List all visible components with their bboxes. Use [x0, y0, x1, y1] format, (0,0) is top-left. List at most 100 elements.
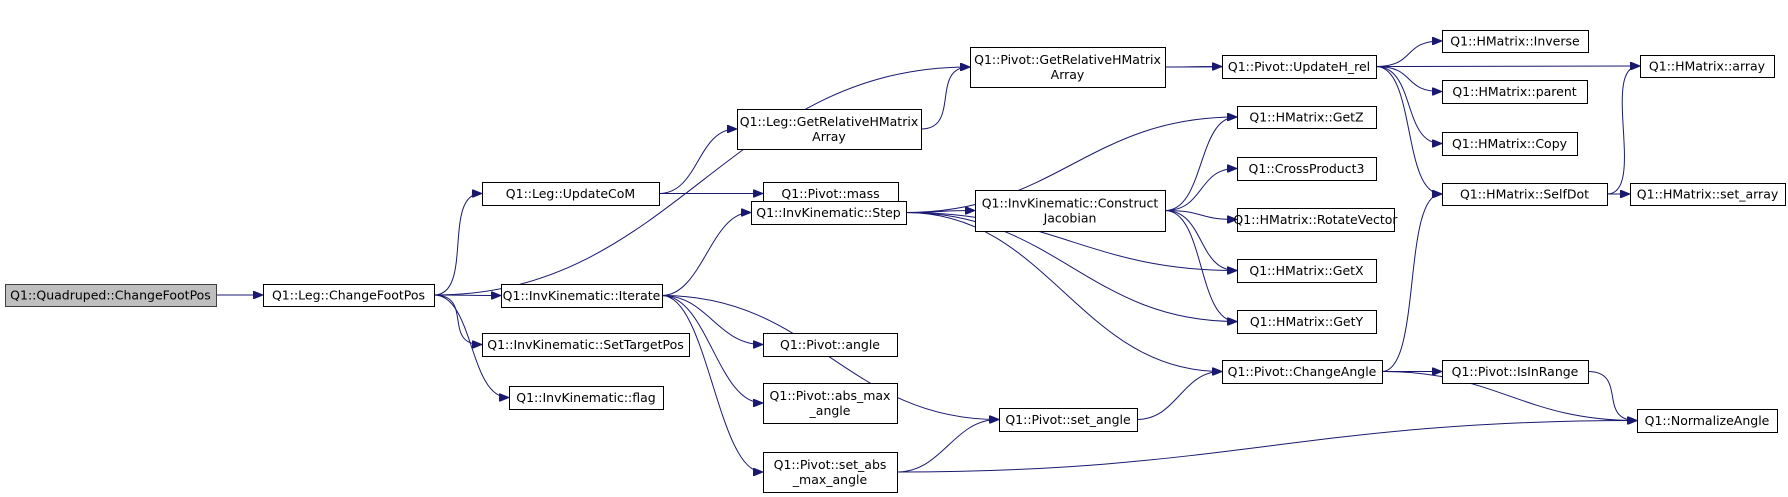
- edge-pivot-set-angle-to-pivot-changeangle: [1136, 372, 1221, 420]
- node-label: Q1::Pivot::UpdateH_rel: [1228, 59, 1370, 74]
- node-box[interactable]: [263, 284, 435, 307]
- node-box[interactable]: [975, 190, 1166, 232]
- edge-invkinematic-step-to-hmatrix-gety: [905, 212, 1236, 322]
- node-label: Q1::InvKinematic::flag: [516, 390, 655, 405]
- node-hmatrix-gety[interactable]: Q1::HMatrix::GetY: [1237, 310, 1377, 334]
- node-box[interactable]: [482, 333, 690, 357]
- node-pivot-updateh-rel[interactable]: Q1::Pivot::UpdateH_rel: [1222, 55, 1377, 79]
- edge-leg-changefootpos-to-invkinematic-flag: [433, 294, 508, 398]
- node-hmatrix-rotatevector[interactable]: Q1::HMatrix::RotateVector: [1233, 208, 1398, 232]
- node-pivot-set-angle[interactable]: Q1::Pivot::set_angle: [999, 408, 1138, 432]
- node-label: Q1::InvKinematic::Step: [756, 205, 901, 220]
- node-label: Q1::Pivot::abs_max: [770, 388, 891, 403]
- edge-pivot-updateh-rel-to-hmatrix-parent: [1375, 66, 1441, 92]
- edge-pivot-updateh-rel-to-hmatrix-copy: [1375, 66, 1441, 144]
- node-pivot-angle[interactable]: Q1::Pivot::angle: [763, 333, 898, 357]
- node-box[interactable]: [737, 109, 922, 150]
- node-pivot-mass[interactable]: Q1::Pivot::mass: [763, 182, 899, 206]
- node-box[interactable]: [1237, 310, 1377, 334]
- node-box[interactable]: [1442, 30, 1589, 53]
- edge-invkinematic-constructjacobian-to-crossproduct3: [1164, 169, 1236, 211]
- node-box[interactable]: [1237, 259, 1377, 283]
- node-label: Q1::Leg::GetRelativeHMatrix: [740, 114, 918, 129]
- edge-invkinematic-constructjacobian-to-hmatrix-getx: [1164, 210, 1236, 271]
- node-invkinematic-iterate[interactable]: Q1::InvKinematic::Iterate: [501, 284, 663, 308]
- node-box[interactable]: [1237, 208, 1395, 232]
- node-box[interactable]: [501, 284, 663, 308]
- node-box[interactable]: [1640, 55, 1775, 78]
- node-box[interactable]: [763, 333, 898, 357]
- node-label: Q1::CrossProduct3: [1249, 161, 1365, 176]
- edge-pivot-isinrange-to-normalizeangle: [1587, 371, 1636, 421]
- edges-layer: [216, 41, 1639, 472]
- node-box[interactable]: [1630, 183, 1786, 206]
- node-label: Q1::Leg::UpdateCoM: [506, 186, 635, 201]
- node-hmatrix-inverse[interactable]: Q1::HMatrix::Inverse: [1442, 30, 1589, 53]
- node-label: Q1::Pivot::mass: [781, 186, 879, 201]
- node-hmatrix-getx[interactable]: Q1::HMatrix::GetX: [1237, 259, 1377, 283]
- node-box[interactable]: [1222, 55, 1377, 79]
- node-leg-changefootpos[interactable]: Q1::Leg::ChangeFootPos: [263, 284, 435, 307]
- node-box[interactable]: [1442, 360, 1589, 384]
- node-hmatrix-parent[interactable]: Q1::HMatrix::parent: [1442, 80, 1588, 104]
- node-box[interactable]: [509, 386, 664, 410]
- node-box[interactable]: [5, 284, 217, 307]
- edge-leg-changefootpos-to-pivot-getrelativehmatrixarray: [433, 67, 969, 296]
- node-pivot-isinrange[interactable]: Q1::Pivot::IsInRange: [1442, 360, 1589, 384]
- node-hmatrix-set-array[interactable]: Q1::HMatrix::set_array: [1630, 183, 1786, 206]
- node-box[interactable]: [763, 452, 898, 493]
- node-box[interactable]: [763, 383, 898, 424]
- node-label: Q1::InvKinematic::Iterate: [503, 288, 661, 303]
- node-box[interactable]: [970, 47, 1166, 88]
- node-label: Q1::Pivot::ChangeAngle: [1228, 364, 1377, 379]
- node-pivot-changeangle[interactable]: Q1::Pivot::ChangeAngle: [1222, 360, 1383, 384]
- node-box[interactable]: [1222, 360, 1383, 384]
- node-box[interactable]: [999, 408, 1138, 432]
- node-invkinematic-flag[interactable]: Q1::InvKinematic::flag: [509, 386, 664, 410]
- node-invkinematic-settargetpos[interactable]: Q1::InvKinematic::SetTargetPos: [482, 333, 690, 357]
- node-label: Q1::HMatrix::set_array: [1637, 187, 1779, 202]
- node-label: Q1::HMatrix::GetY: [1250, 314, 1364, 329]
- node-box[interactable]: [1237, 106, 1377, 129]
- edge-pivot-updateh-rel-to-hmatrix-inverse: [1375, 41, 1441, 67]
- edge-invkinematic-step-to-hmatrix-getz: [905, 117, 1236, 213]
- node-label: Q1::Leg::ChangeFootPos: [272, 288, 425, 303]
- node-quadruped-changefootpos[interactable]: Q1::Quadruped::ChangeFootPos: [5, 284, 217, 307]
- node-box[interactable]: [1442, 132, 1578, 156]
- edge-invkinematic-constructjacobian-to-hmatrix-rotatevector: [1164, 210, 1236, 220]
- edge-invkinematic-iterate-to-pivot-set-angle: [661, 295, 998, 420]
- node-leg-updatecom[interactable]: Q1::Leg::UpdateCoM: [482, 182, 660, 206]
- node-hmatrix-copy[interactable]: Q1::HMatrix::Copy: [1442, 132, 1578, 156]
- node-hmatrix-array[interactable]: Q1::HMatrix::array: [1640, 55, 1775, 78]
- node-label: Q1::InvKinematic::Construct: [982, 196, 1159, 211]
- node-box[interactable]: [1237, 157, 1377, 181]
- node-label: Q1::HMatrix::Inverse: [1450, 34, 1580, 49]
- node-hmatrix-getz[interactable]: Q1::HMatrix::GetZ: [1237, 106, 1377, 129]
- node-box[interactable]: [482, 182, 660, 206]
- edge-leg-getrelativehmatrixarray-to-pivot-getrelativehmatrixarray: [920, 67, 969, 130]
- node-normalizeangle[interactable]: Q1::NormalizeAngle: [1637, 409, 1778, 433]
- node-label: Array: [812, 129, 846, 144]
- edge-invkinematic-constructjacobian-to-hmatrix-gety: [1164, 210, 1236, 322]
- edge-pivot-changeangle-to-normalizeangle: [1381, 371, 1636, 421]
- node-crossproduct3[interactable]: Q1::CrossProduct3: [1237, 157, 1377, 181]
- node-pivot-set-abs-max-angle[interactable]: Q1::Pivot::set_abs_max_angle: [763, 452, 898, 493]
- edge-leg-changefootpos-to-invkinematic-settargetpos: [433, 294, 481, 345]
- node-box[interactable]: [1442, 183, 1608, 206]
- edge-pivot-updateh-rel-to-hmatrix-selfdot: [1375, 66, 1441, 195]
- node-label: Q1::InvKinematic::SetTargetPos: [487, 337, 683, 352]
- node-box[interactable]: [1637, 409, 1778, 433]
- node-box[interactable]: [751, 201, 907, 225]
- edge-invkinematic-iterate-to-invkinematic-step: [661, 213, 750, 296]
- node-hmatrix-selfdot[interactable]: Q1::HMatrix::SelfDot: [1442, 183, 1608, 206]
- node-box[interactable]: [1442, 80, 1588, 104]
- node-label: Q1::Pivot::set_angle: [1005, 412, 1131, 427]
- node-label: Q1::Pivot::angle: [780, 337, 880, 352]
- node-pivot-abs-max-angle[interactable]: Q1::Pivot::abs_max_angle: [763, 383, 898, 424]
- node-label: Q1::HMatrix::array: [1649, 59, 1766, 74]
- edge-pivot-set-abs-max-angle-to-pivot-set-angle: [896, 420, 998, 473]
- node-invkinematic-step[interactable]: Q1::InvKinematic::Step: [751, 201, 907, 225]
